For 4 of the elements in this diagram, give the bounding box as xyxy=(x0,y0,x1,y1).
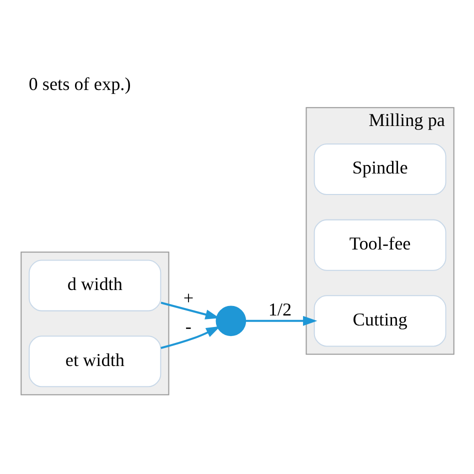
diagram-title: 0 sets of exp.) xyxy=(28,74,130,94)
edge-label: 1/2 xyxy=(268,299,292,320)
edge-label: + xyxy=(182,288,194,308)
edge-label: - xyxy=(184,316,191,336)
